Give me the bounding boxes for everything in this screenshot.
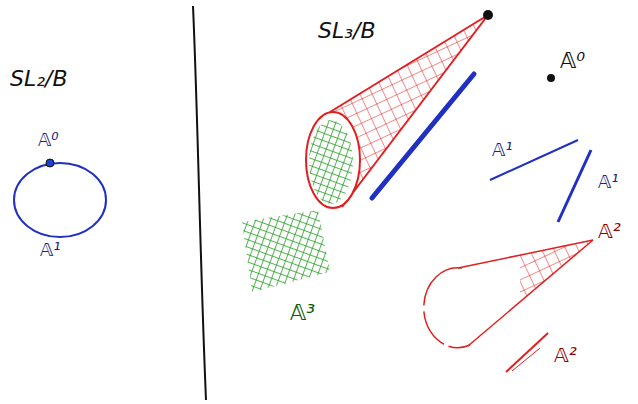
cone-line — [506, 333, 548, 372]
circle-p1 — [14, 163, 106, 237]
cone-edge — [468, 240, 593, 346]
cone-edge — [342, 15, 488, 207]
plane-hatch — [242, 210, 330, 292]
math-label: 𝔸² — [554, 344, 577, 367]
math-label: 𝔸⁰ — [560, 48, 585, 73]
cone-face — [306, 112, 360, 208]
math-label: 𝔸¹ — [598, 172, 619, 193]
math-label: 𝔸¹ — [492, 140, 513, 161]
cone-edge — [458, 240, 593, 268]
cone-surface — [520, 240, 593, 340]
cone-line — [372, 74, 474, 198]
apex-dot — [483, 10, 493, 20]
point-dot — [46, 159, 54, 167]
cone-face-hatch — [309, 120, 353, 204]
label-text: 𝔸¹ — [40, 239, 61, 260]
divider-line — [193, 6, 206, 400]
line-a1 — [490, 140, 578, 180]
label-text: SL₂/B — [10, 66, 68, 91]
label-text: 𝔸¹ — [598, 171, 619, 192]
math-label: 𝔸³ — [290, 300, 315, 325]
cone-face — [424, 268, 470, 348]
label-text: 𝔸⁰ — [38, 129, 59, 150]
math-label: 𝔸¹ — [40, 240, 61, 261]
label-text: 𝔸¹ — [492, 139, 513, 160]
label-text: 𝔸⁰ — [560, 48, 585, 73]
math-label: SL₂/B — [10, 66, 68, 91]
line-a1 — [558, 150, 591, 222]
point-dot — [547, 74, 555, 82]
cone-face-ground — [306, 112, 360, 208]
math-label: SL₃/B — [318, 18, 376, 43]
label-text: 𝔸³ — [290, 300, 315, 325]
math-label: 𝔸² — [598, 220, 621, 243]
label-text: 𝔸² — [598, 219, 621, 243]
label-text: 𝔸² — [554, 343, 577, 367]
cone-line — [512, 348, 540, 371]
label-text: SL₃/B — [318, 18, 376, 43]
math-label: 𝔸⁰ — [38, 130, 59, 151]
